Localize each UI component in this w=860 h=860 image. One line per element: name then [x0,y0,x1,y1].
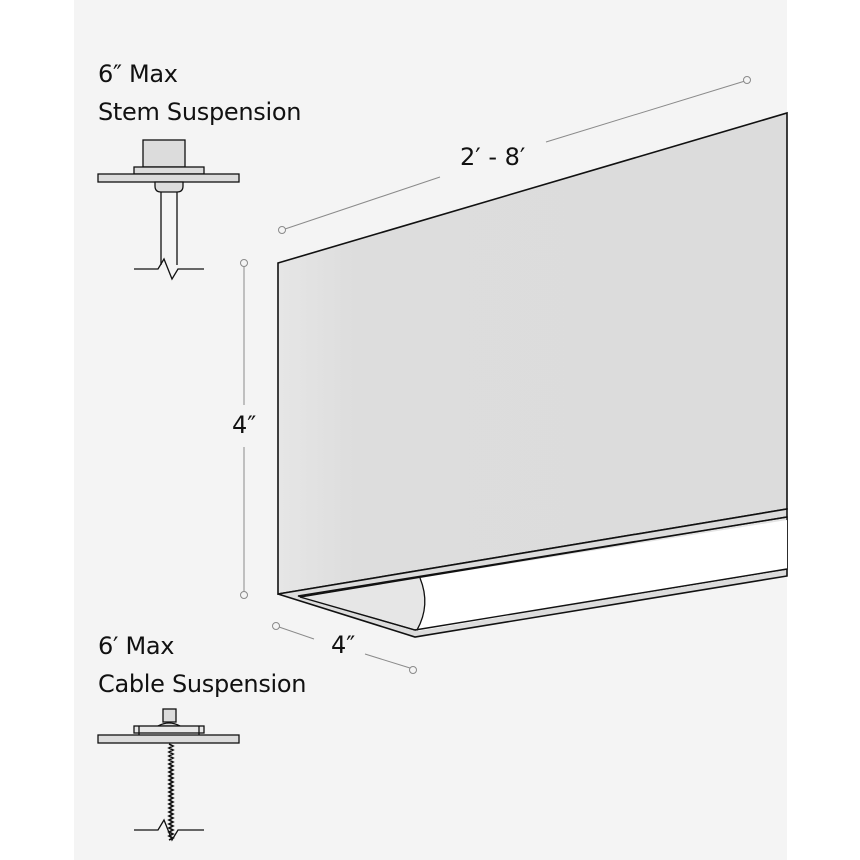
height-dimension-line [240,259,248,599]
height-dimension-label: 4″ [232,411,257,439]
width-dimension-label: 4″ [331,631,356,659]
cable-suspension-max-length: 6′ Max [98,632,175,660]
cable-suspension-title: 6′ Max Cable Suspension [98,627,307,703]
cable-suspension-label: Cable Suspension [98,670,307,698]
linear-fixture [277,111,788,638]
stem-suspension-label: Stem Suspension [98,98,302,126]
width-dimension-line [272,622,417,674]
stem-suspension-max-length: 6″ Max [98,60,178,88]
stem-suspension-title: 6″ Max Stem Suspension [98,55,301,131]
cable-suspension-icon [97,708,240,842]
length-dimension-label: 2′ - 8′ [460,143,526,171]
length-dimension-line [278,76,751,234]
stem-suspension-icon [97,139,240,281]
